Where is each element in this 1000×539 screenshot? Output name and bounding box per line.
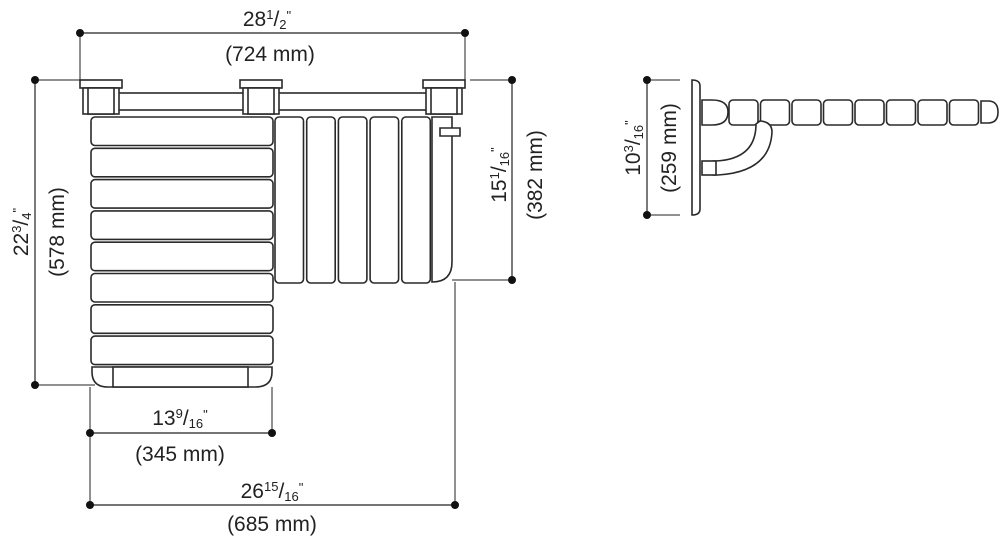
support-arm [712, 120, 773, 176]
backrest-slat [369, 116, 400, 284]
svg-text:139/16": 139/16" [152, 406, 208, 431]
svg-text:(578 mm): (578 mm) [46, 187, 69, 277]
dimension-seat-width: 139/16" (345 mm) [86, 387, 276, 505]
svg-text:(259 mm): (259 mm) [658, 103, 681, 193]
wall-bracket-left [79, 79, 123, 115]
hinge [439, 127, 461, 137]
backrest-slat [337, 116, 368, 284]
seat-top-view [79, 79, 466, 388]
side-slats [728, 99, 980, 126]
side-slat [822, 99, 854, 126]
svg-text:281/2": 281/2" [243, 7, 292, 32]
dimension-overall-width: 281/2" (724 mm) [76, 7, 469, 80]
dimension-overall-depth: 223/4" (578 mm) [9, 76, 95, 389]
svg-text:2615/16": 2615/16" [241, 479, 304, 504]
side-slat [854, 99, 885, 126]
wall-plate [691, 79, 701, 216]
side-slat [917, 99, 948, 126]
svg-text:223/4": 223/4" [9, 207, 34, 256]
dimension-back-height: 151/16" (382 mm) [452, 76, 547, 284]
wall-bracket-right [422, 79, 466, 115]
seat-frame-right [431, 116, 453, 283]
svg-text:(382 mm): (382 mm) [524, 130, 547, 220]
seat-slat [90, 210, 274, 241]
svg-text:103/16": 103/16" [621, 120, 646, 176]
dimension-folded-depth: 103/16" (259 mm) [621, 76, 681, 219]
svg-text:(685 mm): (685 mm) [227, 513, 317, 536]
side-slat [885, 99, 917, 126]
seat-slat [90, 335, 274, 366]
seat-slat [90, 116, 274, 147]
wall-bracket-middle [239, 79, 283, 115]
seat-slats-vertical [274, 116, 432, 284]
backrest-slat [305, 116, 337, 284]
seat-side-view [691, 79, 999, 216]
side-slat [948, 99, 980, 126]
seat-slat [90, 303, 274, 335]
dimension-total-width: 2615/16" (685 mm) [86, 282, 459, 536]
backrest-slat [274, 116, 305, 284]
side-slat [728, 99, 759, 126]
svg-text:(724 mm): (724 mm) [225, 43, 315, 66]
seat-slat [90, 147, 274, 178]
seat-slat [90, 178, 274, 209]
svg-text:151/16": 151/16" [487, 147, 512, 203]
seat-front-rail-inner [112, 366, 249, 388]
svg-text:(345 mm): (345 mm) [135, 443, 225, 466]
seat-slat [90, 272, 274, 303]
side-slat [759, 99, 791, 126]
side-slat [791, 99, 822, 126]
seat-slats-horizontal [90, 116, 274, 366]
slat-end-cap [980, 100, 999, 124]
backrest-slat [400, 116, 432, 284]
seat-slat [90, 241, 274, 272]
